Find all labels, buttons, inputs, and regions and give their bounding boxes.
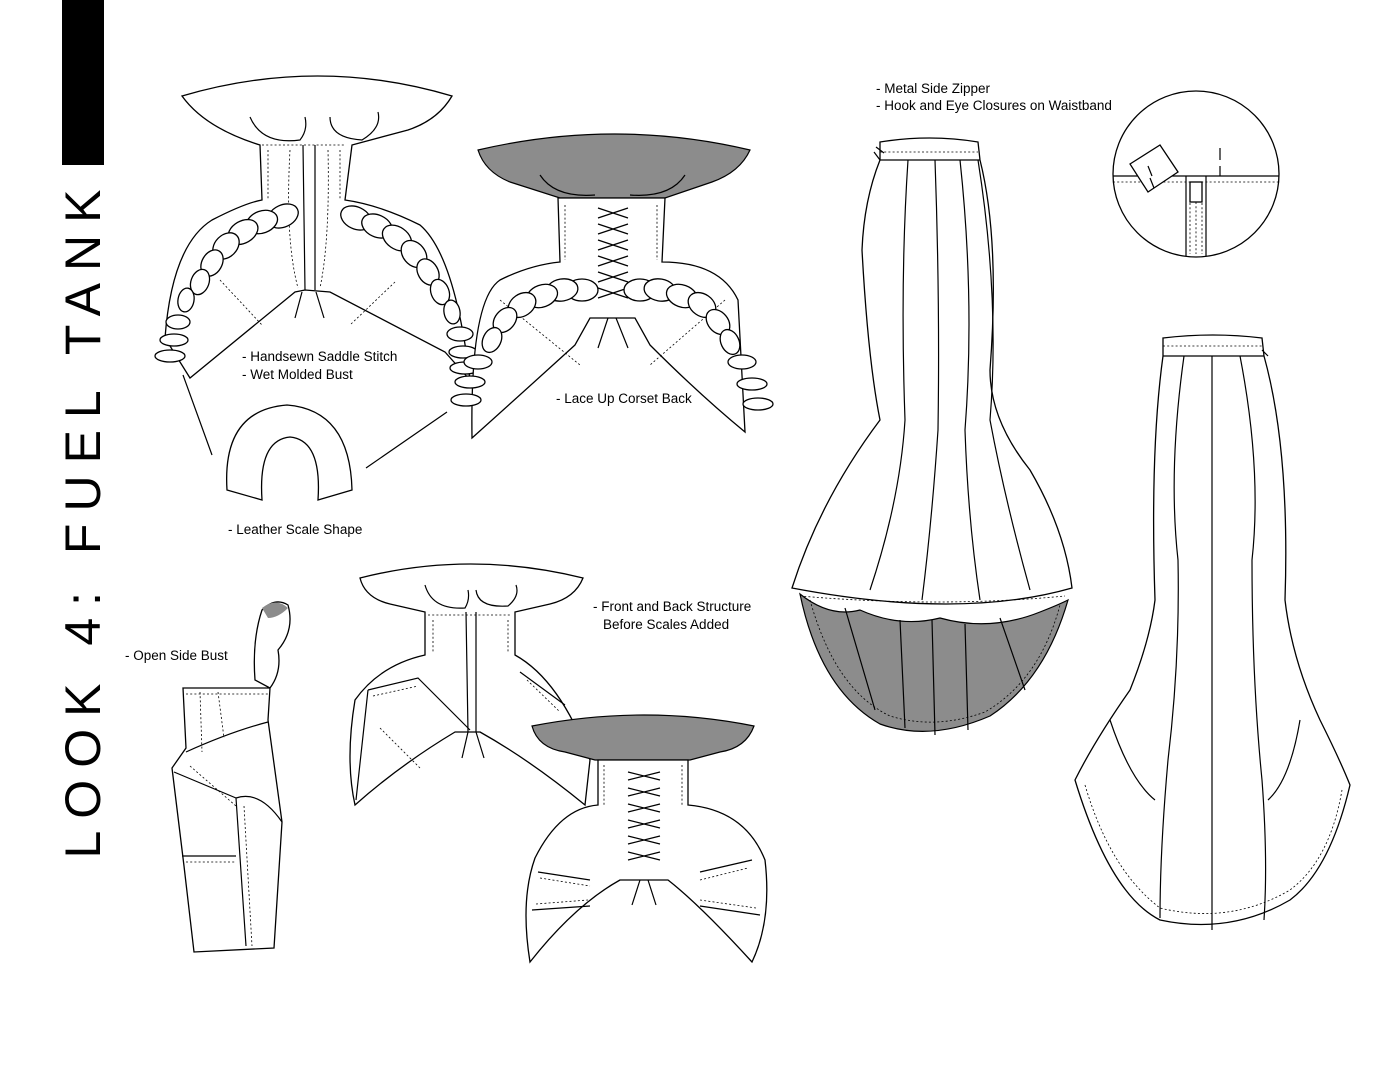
annotation-saddle-stitch: - Handsewn Saddle Stitch [242, 349, 398, 364]
bodice-front-structure [349, 563, 591, 807]
bodice-front-with-scales [154, 75, 481, 382]
skirt-back-view [791, 137, 1073, 736]
annotation-front-back-structure: - Front and Back Structure [593, 599, 752, 614]
annotation-open-side-bust: - Open Side Bust [125, 648, 228, 663]
leader-lines [182, 374, 448, 469]
annotation-metal-side-zipper: - Metal Side Zipper [876, 81, 991, 96]
bodice-side-view [171, 601, 291, 953]
annotation-lace-up-corset-back: - Lace Up Corset Back [556, 391, 692, 406]
skirt-front-view [1074, 334, 1351, 930]
annotation-hook-and-eye: - Hook and Eye Closures on Waistband [876, 98, 1112, 113]
title-bar [62, 0, 104, 165]
bodice-back-with-scales [450, 133, 774, 440]
annotation-wet-molded-bust: - Wet Molded Bust [242, 367, 353, 382]
leather-scale-shape [226, 404, 353, 501]
bodice-back-structure [525, 714, 768, 964]
annotation-leather-scale-shape: - Leather Scale Shape [228, 522, 363, 537]
annotation-before-scales-added: Before Scales Added [603, 617, 730, 632]
zipper-closure-detail [1112, 90, 1280, 258]
